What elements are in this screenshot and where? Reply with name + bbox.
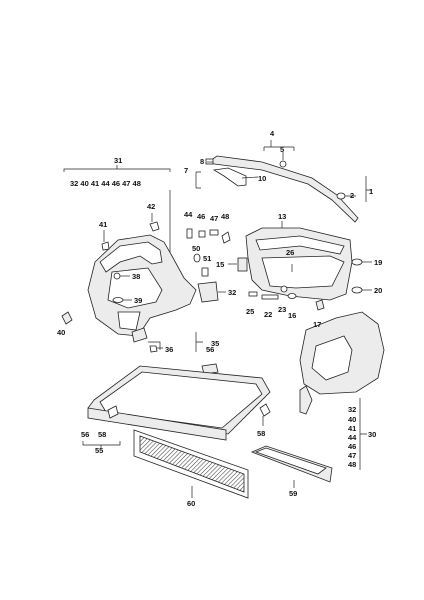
part-50-clip	[193, 253, 201, 263]
sill-trim-top	[254, 447, 327, 475]
part-5-clip	[279, 160, 287, 168]
part-22-strip	[261, 294, 279, 300]
label-31-list: 32 40 41 44 46 47 48	[70, 179, 141, 188]
label-39: 39	[134, 296, 142, 305]
roof-trim-inner-clip	[212, 167, 247, 187]
part-44-clip	[186, 228, 193, 239]
label-47: 47	[210, 214, 218, 223]
label-60: 60	[187, 499, 195, 508]
label-41: 41	[99, 220, 107, 229]
label-40: 40	[57, 328, 65, 337]
cargo-net-mesh	[139, 435, 245, 493]
label-56: 56	[206, 345, 214, 354]
label-30: 30	[368, 430, 376, 439]
label-16: 16	[288, 311, 296, 320]
label-50: 50	[192, 244, 200, 253]
label-46: 46	[197, 212, 205, 221]
label-13: 13	[278, 212, 286, 221]
label-44: 44	[184, 210, 193, 219]
part-41-clip	[101, 241, 110, 251]
label-25: 25	[246, 307, 254, 316]
part-56-handle	[201, 363, 219, 375]
roof-trim-rail	[205, 155, 359, 223]
part-32-bracket	[197, 281, 219, 303]
label-17: 17	[313, 320, 321, 329]
label-51: 51	[203, 254, 211, 263]
label-right-58: 58	[257, 429, 265, 438]
label-right-46: 46	[348, 442, 356, 451]
label-right-47: 47	[348, 451, 356, 460]
tailgate-top-edge	[255, 235, 345, 255]
label-1: 1	[369, 187, 373, 196]
part-38-clip	[113, 272, 121, 280]
label-right-40: 40	[348, 415, 356, 424]
part-40-clip	[61, 311, 73, 325]
label-right-41: 41	[348, 424, 356, 433]
sill-trim-group	[250, 445, 333, 488]
part-46-clip	[198, 230, 206, 238]
left-panel-upper-edge	[99, 241, 163, 273]
part-47-clip	[209, 229, 219, 236]
label-2: 2	[350, 191, 354, 200]
part-58-right-clip	[259, 403, 271, 417]
label-31: 31	[114, 156, 122, 165]
label-55: 55	[95, 446, 103, 455]
label-36: 36	[165, 345, 173, 354]
label-7: 7	[184, 166, 188, 175]
label-10: 10	[258, 174, 266, 183]
label-26: 26	[286, 248, 294, 257]
label-19: 19	[374, 258, 382, 267]
label-left-56: 56	[81, 430, 89, 439]
right-panel-lower-edge	[299, 385, 313, 415]
part-51-clip	[201, 267, 209, 277]
label-42: 42	[147, 202, 155, 211]
part-20-clip	[351, 286, 363, 294]
right-panel-inner-shelf	[311, 335, 353, 381]
part-39-clip	[112, 297, 124, 303]
label-23: 23	[278, 305, 286, 314]
label-38: 38	[132, 272, 140, 281]
part-2-clip	[336, 192, 346, 200]
cargo-cover-front-bar	[87, 407, 227, 441]
label-59: 59	[289, 489, 297, 498]
left-panel-lower-pocket	[117, 311, 141, 331]
tailgate-window-opening	[261, 255, 345, 289]
part-48-clip	[221, 231, 231, 244]
part-23-clip	[280, 285, 288, 293]
part-19-clip	[351, 258, 363, 266]
right-quarter-trim-group	[299, 311, 385, 470]
label-15: 15	[216, 260, 224, 269]
part-8-clip	[205, 158, 214, 165]
label-4: 4	[270, 129, 275, 138]
part-25-clip	[248, 291, 258, 297]
label-right-48: 48	[348, 460, 356, 469]
part-17-clip	[315, 299, 325, 311]
label-right-44: 44	[348, 433, 357, 442]
label-5: 5	[280, 145, 284, 154]
label-20: 20	[374, 286, 382, 295]
roof-rear-trim-group	[195, 140, 372, 223]
label-22: 22	[264, 310, 272, 319]
part-16-clip	[287, 293, 297, 299]
tailgate-trim-group	[228, 221, 372, 311]
cargo-net-group	[133, 429, 249, 499]
label-48: 48	[221, 212, 229, 221]
part-58-left-clip	[107, 405, 119, 419]
label-layer: 4 5 7 8 10 1 2 31 32 40 41 44 46 47 48 4…	[57, 129, 382, 508]
label-8: 8	[200, 157, 204, 166]
label-right-32: 32	[348, 405, 356, 414]
part-42-clip	[149, 221, 160, 232]
part-36-clip	[149, 345, 158, 353]
label-left-58: 58	[98, 430, 106, 439]
part-15-cap	[237, 257, 248, 272]
part-35-block	[131, 327, 148, 343]
label-32: 32	[228, 288, 236, 297]
left-quarter-trim-group	[61, 165, 231, 353]
cargo-cover-group	[82, 363, 271, 448]
label-35: 35	[211, 339, 219, 348]
